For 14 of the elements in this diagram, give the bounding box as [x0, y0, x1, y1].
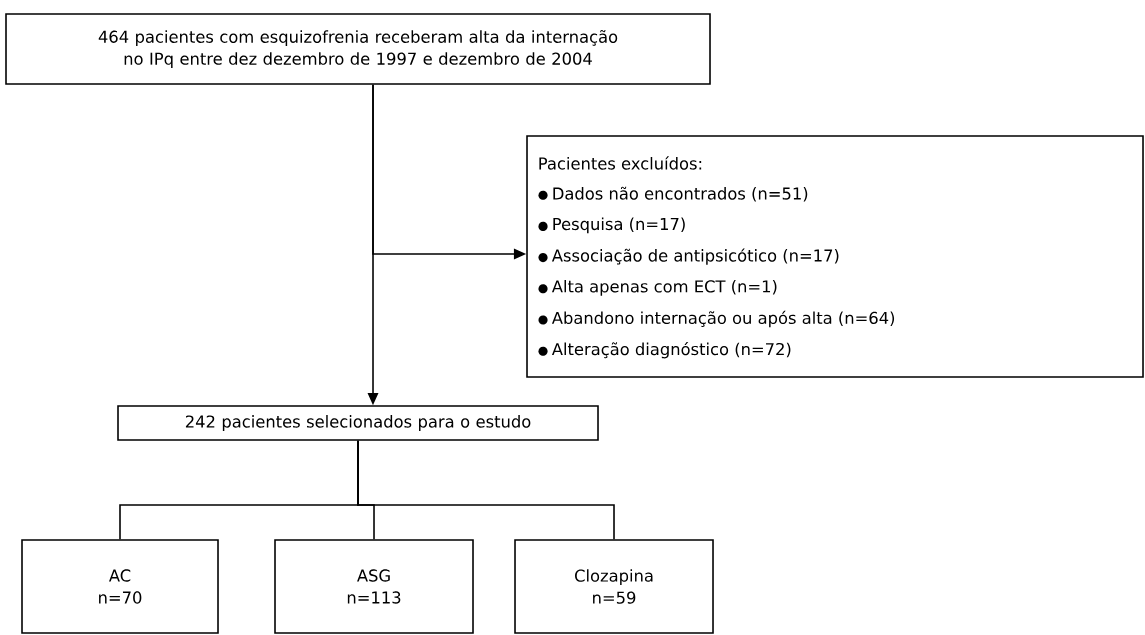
exclusion-box — [526, 135, 1144, 378]
list-item: Dados não encontrados (n=51) — [553, 186, 808, 202]
process-box: 242 pacientes selecionados para o estudo — [117, 405, 599, 441]
connector-line — [357, 440, 615, 540]
group-box: Clozapina n=59 — [514, 539, 714, 634]
list-item: Alteração diagnóstico (n=72) — [551, 342, 791, 359]
list-item: Abandono internação ou após alta (n=64) — [551, 310, 895, 328]
list-item: Pesquisa (n=17) — [553, 217, 685, 234]
group-box: ASG n=113 — [274, 539, 474, 634]
list-heading: Pacientes excluídos: — [539, 156, 702, 170]
list-item: Alta apenas com ECT (n=1) — [551, 279, 777, 296]
group-box: AC n=70 — [21, 539, 219, 634]
process-box: 464 pacientes com esquizofrenia receberam alta da internação no IPq entre dez dezembro de 1997 e dezembro de 2004 — [5, 13, 711, 85]
list-item: Associação de antipsicótico (n=17) — [551, 248, 839, 265]
